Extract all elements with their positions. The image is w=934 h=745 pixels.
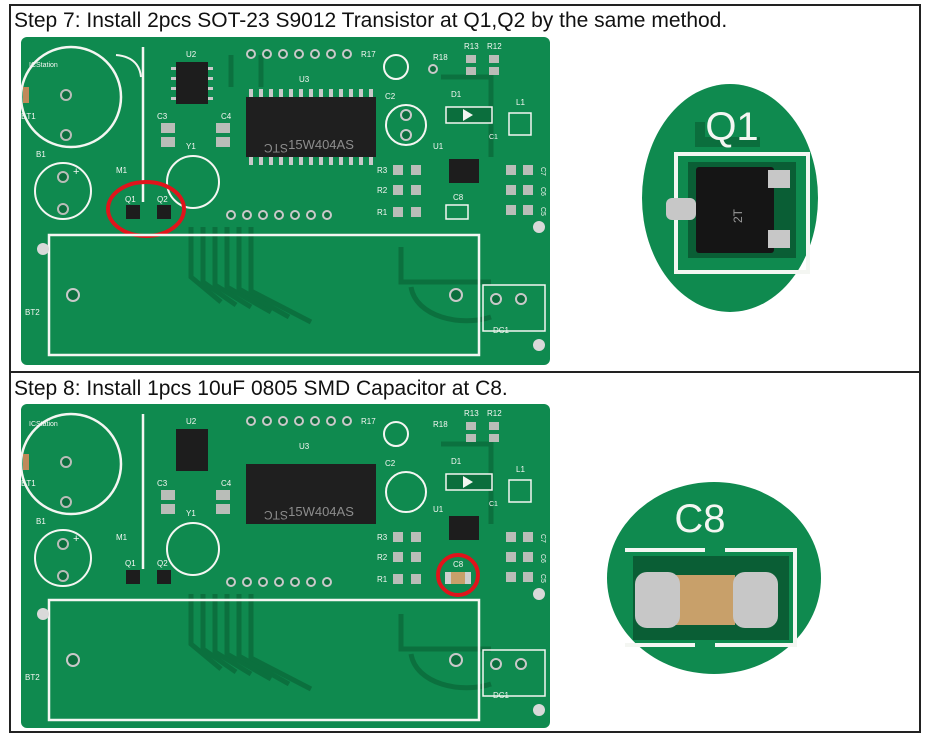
zoom-c8: C8 (607, 482, 821, 674)
label-c6: C6 (539, 187, 546, 196)
label-c5-2: C5 (539, 574, 546, 583)
label-u1-2: U1 (433, 505, 444, 514)
highlight-c8 (436, 553, 480, 597)
label-r1: R1 (377, 208, 388, 217)
label-r13-2: R13 (464, 409, 479, 418)
label-plus-2: + (73, 533, 79, 545)
label-r12: R12 (487, 42, 502, 51)
label-y1-2: Y1 (186, 509, 196, 518)
label-d1-2: D1 (451, 457, 462, 466)
label-c2: C2 (385, 92, 396, 101)
label-c3: C3 (157, 112, 168, 121)
label-c1: C1 (489, 134, 498, 141)
label-c8: C8 (453, 193, 464, 202)
label-bt1-2: BT1 (21, 479, 36, 488)
step-divider (9, 371, 921, 373)
label-c1-2: C1 (489, 501, 498, 508)
label-d1: D1 (451, 90, 462, 99)
label-r18-2: R18 (433, 420, 448, 429)
label-l1: L1 (516, 98, 525, 107)
label-u3: U3 (299, 75, 310, 84)
pcb-photo-step7: ICStation BT1 + B1 Y1 U2 C3 C4 STC 15W40… (21, 37, 550, 365)
label-c3-2: C3 (157, 479, 168, 488)
label-c4: C4 (221, 112, 232, 121)
label-r3: R3 (377, 166, 388, 175)
u3-marking-1-2: STC (264, 508, 288, 522)
b1-outline (34, 162, 92, 220)
label-u1: U1 (433, 142, 444, 151)
label-r1-2: R1 (377, 575, 388, 584)
logo-text: ICStation (29, 62, 58, 69)
label-y1: Y1 (186, 142, 196, 151)
label-r18: R18 (433, 53, 448, 62)
zoom-q1-marking: 2T (731, 208, 745, 223)
label-b1-2: B1 (36, 517, 46, 526)
u3-marking-2-2: 15W404AS (288, 504, 354, 519)
label-q1: Q1 (125, 195, 136, 204)
u3-marking-1: STC (264, 141, 288, 155)
step-8-title: Step 8: Install 1pcs 10uF 0805 SMD Capac… (14, 377, 508, 400)
label-c5: C5 (539, 207, 546, 216)
label-c4-2: C4 (221, 479, 232, 488)
label-c7: C7 (539, 167, 546, 176)
buzzer-outline (21, 45, 123, 149)
label-m1-2: M1 (116, 533, 128, 542)
zoom-c8-label: C8 (674, 497, 725, 541)
u3-chip (246, 97, 376, 157)
bt2-outline (47, 233, 481, 357)
label-bt1: BT1 (21, 112, 36, 121)
label-q2-2: Q2 (157, 559, 168, 568)
u3-marking-2: 15W404AS (288, 137, 354, 152)
label-c7-2: C7 (539, 534, 546, 543)
step-7-title: Step 7: Install 2pcs SOT-23 S9012 Transi… (14, 9, 728, 32)
figure-frame (9, 4, 921, 733)
label-plus: + (73, 166, 79, 178)
label-r17-2: R17 (361, 417, 376, 426)
label-c8-2: C8 (453, 560, 464, 569)
label-u2: U2 (186, 50, 197, 59)
label-dc1-2: DC1 (493, 691, 510, 700)
label-r2: R2 (377, 186, 388, 195)
zoom-q1: Q1 2T (642, 84, 818, 312)
logo-text-2: ICStation (29, 421, 58, 428)
label-c6-2: C6 (539, 554, 546, 563)
label-r2-2: R2 (377, 553, 388, 562)
label-u2-2: U2 (186, 417, 197, 426)
label-r3-2: R3 (377, 533, 388, 542)
u2-chip (176, 62, 208, 104)
label-u3-2: U3 (299, 442, 310, 451)
pcb-photo-step8: ICStation BT1 + B1 Y1 U2 C3 C4 STC 15W40… (21, 404, 550, 728)
label-r13: R13 (464, 42, 479, 51)
label-r12-2: R12 (487, 409, 502, 418)
pcb-traces (188, 55, 494, 325)
label-q1-2: Q1 (125, 559, 136, 568)
label-m1: M1 (116, 166, 128, 175)
label-bt2: BT2 (25, 308, 40, 317)
label-l1-2: L1 (516, 465, 525, 474)
label-dc1: DC1 (493, 326, 510, 335)
label-b1: B1 (36, 150, 46, 159)
zoom-q1-label: Q1 (705, 105, 758, 149)
label-r17: R17 (361, 50, 376, 59)
label-c2-2: C2 (385, 459, 396, 468)
label-q2: Q2 (157, 195, 168, 204)
label-bt2-2: BT2 (25, 673, 40, 682)
